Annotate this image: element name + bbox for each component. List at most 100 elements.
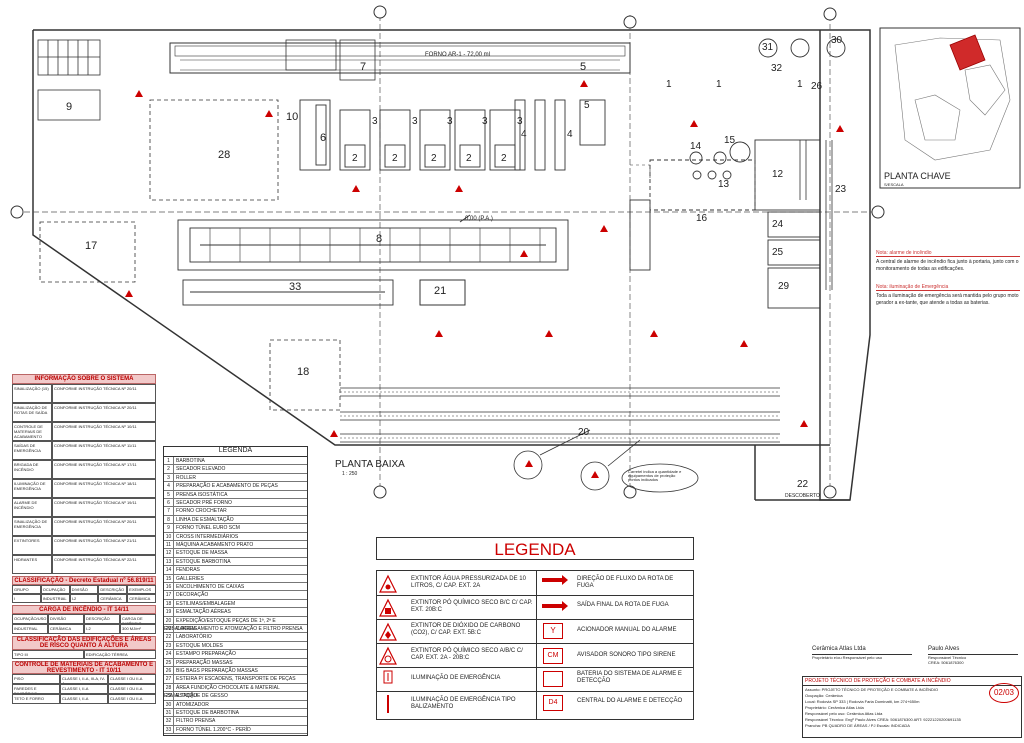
small-legend-text: ESTOQUE DE MASSA [176,550,228,557]
zone-label: 4 [567,129,573,140]
small-legend-text: ESTILIMAS/EMBALAGEM [176,600,236,607]
title-line: Local: Rodovia SP 333 | Rodovia Faria Do… [805,699,920,704]
class-cell: INDUSTRIAL [40,594,70,603]
small-legend-text: ÁREA FUNDIÇÃO CHOCOLATE & MATERIAL ESMAL… [164,684,280,699]
small-legend-text: ESTAMPO PREPARAÇÃO [176,651,236,658]
title-line: Ocupação: Cerâmica [805,693,843,698]
zone-label: 32 [771,63,783,74]
zone-label: 2 [352,153,358,164]
title-block-header: PROJETO TÉCNICO DE PROTEÇÃO E COMBATE A … [803,677,1021,686]
zone-label: 2 [501,153,507,164]
engineer-crea: CREA: 5061876300 [928,660,964,665]
height-cell: EDIFICAÇÃO TÉRREA [84,650,156,659]
small-legend-number: 14 [164,566,174,575]
small-legend-text: GALLERIES [176,575,204,582]
small-legend-number: 10 [164,532,174,541]
small-legend-text: BARBOTINA [176,458,205,464]
callout-text: Carretel indica a quantidade e equipamen… [628,469,682,482]
small-legend-text: SECADOR ELEVADO [176,466,226,473]
extinguisher-icon [600,225,608,232]
zone-label: 12 [772,169,784,180]
zone-label: 20 [578,427,590,438]
extinguisher-icon [125,290,133,297]
zone-label: 3 [412,116,418,127]
title-line: Prancha: PB QUADRO DE ÁREAS / PJ Escala:… [805,723,910,728]
small-legend-text: ROLLER [176,474,197,481]
class-header: DIVISÃO [69,585,99,594]
small-legend-number: 18 [164,599,174,608]
zone-label: 8 [376,233,383,245]
extinguisher-icon [265,110,273,117]
final-exit-arrow-icon [541,601,569,611]
info-cell: CONFORME INSTRUÇÃO TÉCNICA Nº 20/11 [52,403,156,422]
small-legend-number: 5 [164,490,174,499]
info-cell: ILUMINAÇÃO DE EMERGÊNCIA [12,479,52,498]
extinguisher-icon [836,125,844,132]
legend-item: DIREÇÃO DE FLUXO DA ROTA DE FUGA [577,576,674,590]
zone-label: 1 [666,79,672,90]
legend-item: EXTINTOR PÓ QUÍMICO SECO A/B/C C/ CAP. E… [411,648,523,662]
info-cell: CONFORME INSTRUÇÃO TÉCNICA Nº 17/11 [52,460,156,479]
load-cell: 300 MJ/m² [120,624,156,634]
small-legend-number: 15 [164,574,174,583]
info-cell: HIDRANTES [12,555,52,574]
small-legend-text: ESTOQUE DE GESSO [176,693,228,700]
small-legend-number: 4 [164,482,174,491]
engineer-role: Responsável Técnico [928,654,1018,660]
small-legend-text: ATOMIZADOR [176,701,209,708]
small-legend-text: ESTEIRA P/ ESCADENS, TRANSPORTE DE PEÇAS [176,676,296,683]
descoberto-label: DESCOBERTO [785,493,820,499]
small-legend-title: LEGENDA [164,447,307,457]
small-legend-number: 25 [164,658,174,667]
engineer-name: Paulo Alves [928,646,960,652]
small-legend-text: FORNO TÚNEL EURO SCM [176,525,240,532]
legend-item: ILUMINAÇÃO DE EMERGÊNCIA TIPO BALIZAMENT… [411,697,516,711]
small-legend-text: DECORAÇÃO [176,592,209,599]
small-legend-number: 29 [164,692,174,701]
emergency-light-icon [382,669,394,685]
extinguisher-icon [135,90,143,97]
title-line: Responsável Técnico: Engº Paulo Alves CR… [805,717,961,722]
legend-item: EXTINTOR ÁGUA PRESSURIZADA DE 10 LITROS,… [411,576,526,590]
title-line: Assunto: PROJETO TÉCNICO DE PROTEÇÃO E C… [805,687,939,692]
info-cell: SINALIZAÇÃO DE EMERGÊNCIA [12,517,52,536]
extinguisher-icon [740,340,748,347]
zone-label: 26 [811,81,823,92]
small-legend-number: 16 [164,583,174,591]
load-cell: INDUSTRIAL [12,624,48,634]
control-cell: CLASSE I OU II-A [108,674,156,684]
extinguisher-icon [435,330,443,337]
owner-block: Cerâmica Atlas Ltda Proprietário e/ou Re… [812,646,912,660]
extinguisher-icon [520,250,528,257]
info-cell: SINALIZAÇÃO DE ROTAS DE SAÍDA [12,403,52,422]
info-cell: CONFORME INSTRUÇÃO TÉCNICA Nº 22/11 [52,555,156,574]
zone-label: 16 [696,213,708,224]
small-legend-text: CARREGAMENTO E ATOMIZAÇÃO E FILTRO PRENS… [176,626,303,632]
zone-label: 9 [66,101,73,113]
small-legend-number: 24 [164,650,174,659]
height-cell: TIPO III [12,650,84,659]
note-title: Nota: alarme de incêndio [876,250,1020,257]
plan-title: PLANTA BAIXA [335,459,405,470]
info-cell: SINALIZAÇÃO (15) [12,384,52,403]
control-cell: CLASSE I, II-A [60,694,108,704]
extinguisher-icon [591,471,599,478]
extinguisher-icon [650,330,658,337]
small-legend-number: 17 [164,591,174,600]
note-text: Toda a iluminação de emergência será man… [876,293,1019,306]
small-legend-number: 8 [164,515,174,524]
small-legend-number: 22 [164,633,174,642]
